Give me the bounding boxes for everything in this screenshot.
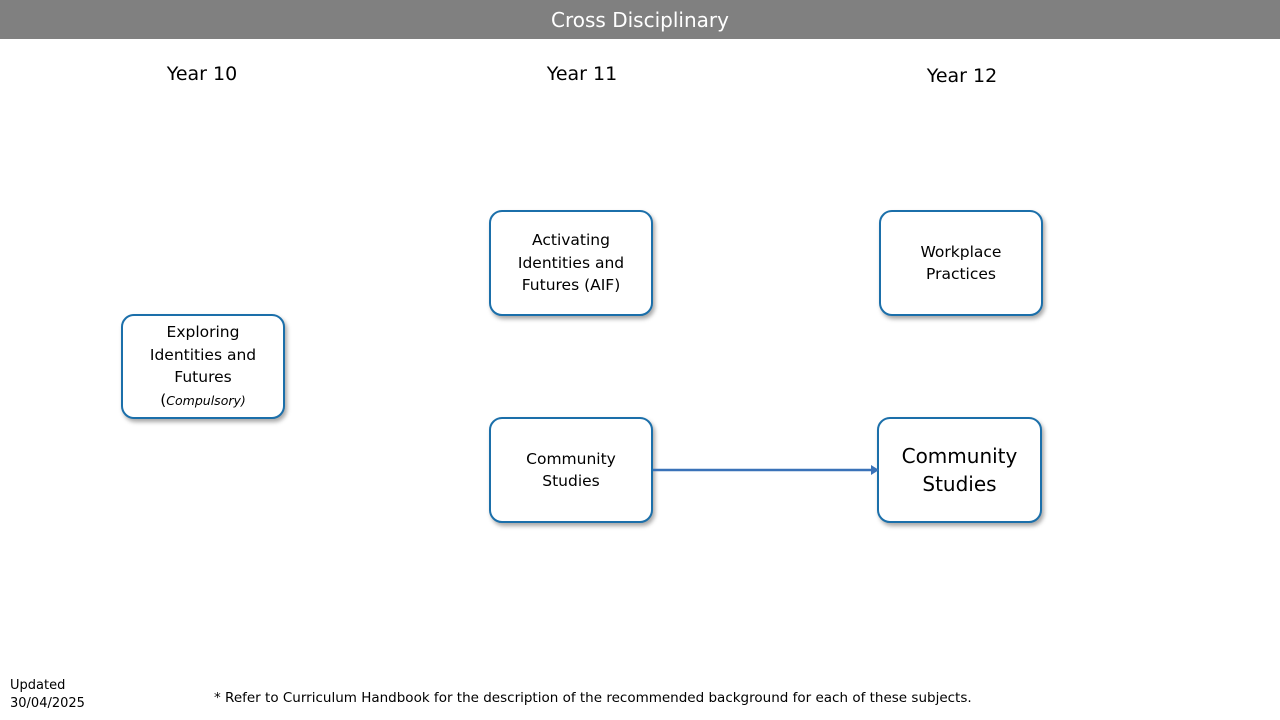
subject-box-community-studies-y12[interactable]: Community Studies [877, 417, 1042, 523]
compulsory-label: Compulsory) [166, 392, 246, 408]
column-heading-year-12: Year 12 [926, 65, 998, 87]
subject-box-exploring-identities[interactable]: Exploring Identities and Futures (Compul… [121, 314, 285, 419]
column-heading-year-10: Year 10 [166, 63, 238, 85]
subject-box-community-studies-y11[interactable]: Community Studies [489, 417, 653, 523]
subject-label: Community Studies [901, 444, 1018, 496]
page-title: Cross Disciplinary [551, 7, 729, 32]
updated-date: 30/04/2025 [10, 696, 85, 711]
subject-label: Community Studies [526, 449, 616, 491]
subject-label: Activating Identities and Futures (AIF) [517, 231, 625, 295]
subject-box-workplace-practices[interactable]: Workplace Practices [879, 210, 1043, 316]
subject-label: Exploring Identities and Futures [149, 323, 257, 386]
footnote: * Refer to Curriculum Handbook for the d… [214, 690, 972, 706]
compulsory-note: (Compulsory) [160, 389, 246, 413]
subject-label: Workplace Practices [920, 242, 1002, 284]
column-heading-year-11: Year 11 [546, 63, 618, 85]
subject-box-aif[interactable]: Activating Identities and Futures (AIF) [489, 210, 653, 316]
updated-stamp: Updated 30/04/2025 [10, 677, 85, 713]
paren-open: ( [160, 390, 167, 409]
title-bar: Cross Disciplinary [0, 0, 1280, 39]
updated-label: Updated [10, 678, 66, 693]
